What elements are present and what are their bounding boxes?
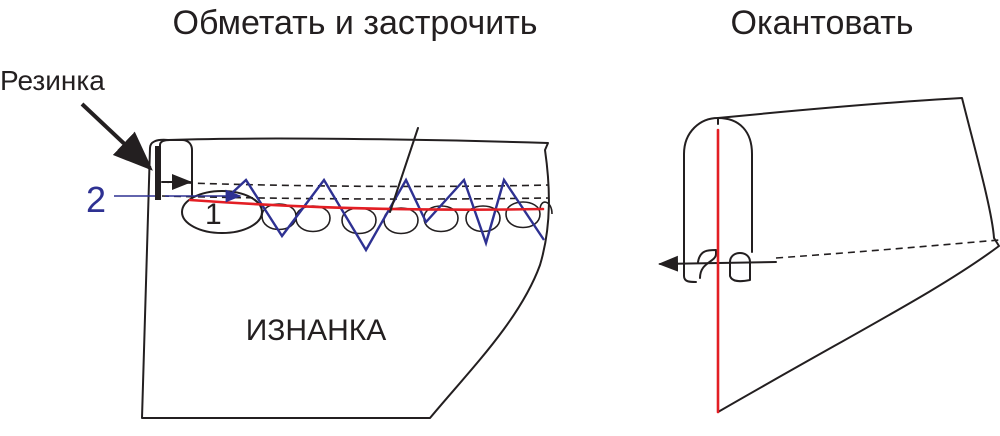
step1-ellipse xyxy=(181,190,263,234)
title-bind-edge: Окантовать xyxy=(731,4,914,42)
red-seam-line xyxy=(188,198,545,212)
label-wrong-side: ИЗНАНКА xyxy=(246,314,387,347)
folded-edge xyxy=(159,139,193,199)
right-figure-binding xyxy=(658,97,1000,414)
binding-fold xyxy=(683,117,753,283)
binding-stitch-line xyxy=(775,239,1000,259)
bound-fabric-outline xyxy=(717,97,1000,413)
fabric-outline xyxy=(141,137,550,419)
pointer-line xyxy=(389,127,419,213)
elastic-arrow xyxy=(80,102,153,171)
elastic-band xyxy=(155,146,161,200)
label-step-2: 2 xyxy=(86,179,106,220)
zigzag-stitch xyxy=(231,177,545,253)
stitch-line-top xyxy=(161,181,549,188)
title-overcast-and-stitch: Обметать и застрочить xyxy=(173,4,538,42)
label-step-1: 1 xyxy=(205,198,222,231)
left-figure-overcast: Резинка 2 1 ИЗНАНКА xyxy=(0,65,553,419)
stitch-line-middle xyxy=(161,195,549,200)
binding-curls xyxy=(697,249,751,283)
label-elastic: Резинка xyxy=(0,65,105,96)
